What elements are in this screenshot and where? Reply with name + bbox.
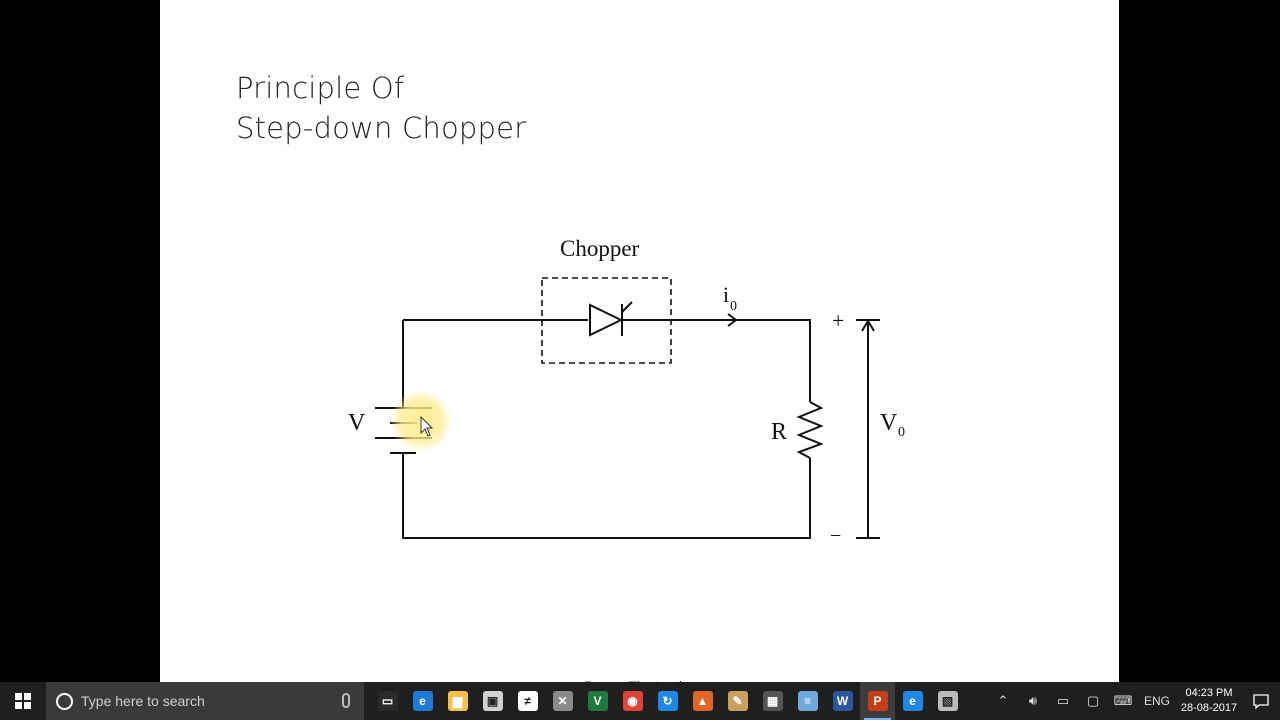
taskbar-app-powerpoint[interactable]: P (860, 682, 895, 720)
resistor-label: R (771, 419, 787, 445)
taskbar-app-internet-explorer[interactable]: e (895, 682, 930, 720)
language-indicator[interactable]: ENG (1143, 694, 1170, 708)
taskbar: ▭ e ▆ ▣ ≠ ✕ V ◉ ↻ ▲ ✎ ▦ ≡ WPe ▧ ⌃ 🔊︎ ▭ ▢ ⌨︎ ENG 04:23 … (0, 682, 1280, 720)
minus-sign: − (830, 525, 841, 547)
title-line-1: Principle Of (236, 71, 405, 105)
refresh-app-icon: ↻ (657, 691, 678, 711)
taskbar-app-word[interactable]: W (825, 682, 860, 720)
search-input[interactable] (81, 693, 321, 709)
clock[interactable]: 04:23 PM 28-08-2017 (1176, 686, 1242, 716)
output-voltage-label: V (880, 410, 898, 436)
taskbar-app-tools-app[interactable]: ✕ (545, 682, 580, 720)
powerpoint-icon: P (867, 691, 888, 711)
file-explorer-icon: ▆ (447, 691, 468, 711)
store-icon: ▣ (482, 691, 503, 711)
notepad-icon: ≡ (797, 691, 818, 711)
chrome-icon: ◉ (622, 691, 643, 711)
chopper-dashed-box (541, 277, 672, 364)
start-button[interactable] (0, 682, 46, 720)
taskbar-app-edge[interactable]: e (405, 682, 440, 720)
calculator-icon: ▦ (762, 691, 783, 711)
chopper-circuit-diagram: Chopper i 0 V R V 0 + − (348, 236, 905, 547)
current-label: i (723, 282, 729, 307)
output-voltage-subscript: 0 (898, 425, 905, 440)
clock-date: 28-08-2017 (1180, 702, 1238, 714)
mouse-pointer-icon (420, 416, 434, 437)
title-line-2: Step-down Chopper (236, 111, 527, 145)
paint-icon: ✎ (727, 691, 748, 711)
system-tray: ⌃ 🔊︎ ▭ ▢ ⌨︎ ENG 04:23 PM 28-08-2017 (988, 682, 1280, 720)
taskbar-app-task-view[interactable]: ▭ (370, 682, 405, 720)
matlab-icon: ▲ (692, 691, 713, 711)
taskbar-app-refresh-app[interactable]: ↻ (650, 682, 685, 720)
taskbar-app-notepad[interactable]: ≡ (790, 682, 825, 720)
cortana-icon (56, 692, 73, 710)
battery-icon[interactable]: ▭ (1056, 693, 1070, 708)
taskbar-app-sketch-app[interactable]: ≠ (510, 682, 545, 720)
taskbar-app-photos[interactable]: ▧ (930, 682, 965, 720)
edge-icon: e (412, 691, 433, 711)
volume-icon[interactable]: 🔊︎ (1028, 693, 1038, 708)
excel-like-app-icon: V (587, 691, 608, 711)
taskbar-app-excel-like-app[interactable]: V (580, 682, 615, 720)
keyboard-icon[interactable]: ⌨︎ (1113, 693, 1133, 708)
word-icon: W (832, 691, 853, 711)
taskbar-app-chrome[interactable]: ◉ (615, 682, 650, 720)
windows-logo-icon (15, 693, 31, 709)
thyristor-gate (621, 301, 633, 313)
chevron-up-icon[interactable]: ⌃ (997, 693, 1009, 708)
taskbar-app-file-explorer[interactable]: ▆ (440, 682, 475, 720)
clock-time: 04:23 PM (1185, 687, 1233, 699)
thyristor-triangle (589, 303, 624, 337)
current-arrow (727, 313, 738, 327)
notification-icon (1253, 694, 1269, 709)
left-wire-bottom (402, 453, 811, 539)
slide-title: Principle Of Step-down Chopper (236, 68, 526, 148)
photos-icon: ▧ (937, 691, 958, 711)
resistor-zigzag (796, 401, 824, 459)
taskbar-app-paint[interactable]: ✎ (720, 682, 755, 720)
source-label: V (348, 410, 366, 436)
taskbar-search-box[interactable] (46, 682, 364, 720)
plus-sign: + (832, 308, 844, 333)
microphone-icon[interactable] (342, 693, 350, 708)
tools-app-icon: ✕ (552, 691, 573, 711)
taskbar-app-calculator[interactable]: ▦ (755, 682, 790, 720)
top-wire-right (622, 319, 811, 402)
taskbar-app-matlab[interactable]: ▲ (685, 682, 720, 720)
presentation-slide: Principle Of Step-down Chopper (160, 0, 1119, 682)
output-arrowhead (861, 319, 875, 332)
action-center-button[interactable] (1242, 682, 1280, 720)
taskbar-app-store[interactable]: ▣ (475, 682, 510, 720)
current-subscript: 0 (730, 299, 737, 314)
task-view-icon: ▭ (377, 691, 398, 711)
sketch-app-icon: ≠ (517, 691, 538, 711)
chopper-label: Chopper (560, 236, 640, 261)
internet-explorer-icon: e (902, 691, 923, 711)
network-icon[interactable]: ▢ (1086, 693, 1100, 708)
